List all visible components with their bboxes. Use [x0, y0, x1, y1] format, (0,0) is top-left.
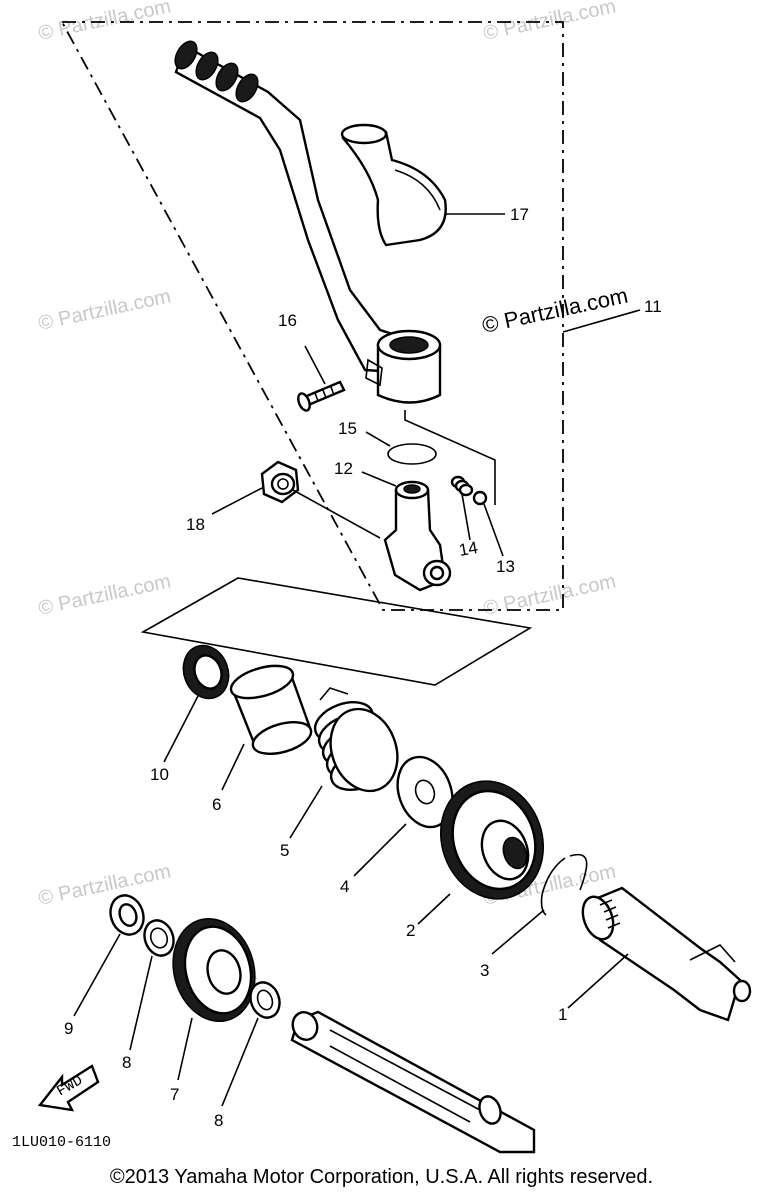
- leader-2: [417, 893, 451, 925]
- kick-gear-part: [439, 780, 545, 900]
- leader-15: [365, 431, 391, 447]
- leader-12: [361, 471, 397, 487]
- oil-seal-part: [182, 644, 230, 700]
- washer-small-b-part: [249, 981, 281, 1019]
- callout-6: 6: [212, 795, 221, 814]
- circlip-part: [109, 894, 145, 936]
- callout-10: 10: [150, 765, 169, 784]
- leader-4: [353, 823, 407, 877]
- torsion-spring-part: [313, 687, 399, 793]
- diagram-code: 1LU010-6110: [12, 1134, 111, 1151]
- copyright-text: ©2013 Yamaha Motor Corporation, U.S.A. A…: [109, 1166, 654, 1188]
- partzilla-watermark: © Partzilla.com: [480, 283, 630, 338]
- kick-crank-arm: [174, 40, 442, 404]
- callout-5: 5: [280, 841, 289, 860]
- watermark-5: © Partzilla.com: [481, 570, 617, 620]
- small-spring-part: [450, 475, 474, 497]
- watermark-4: © Partzilla.com: [36, 570, 172, 620]
- watermark-6: © Partzilla.com: [36, 860, 172, 910]
- callout-13: 13: [496, 557, 515, 576]
- leader-16: [304, 345, 326, 385]
- main-shaft-part: [290, 1010, 536, 1154]
- callout-3: 3: [480, 961, 489, 980]
- nut-part: [260, 460, 300, 504]
- callout-2: 2: [406, 921, 415, 940]
- ball-part: [472, 490, 488, 506]
- callout-4: 4: [340, 877, 349, 896]
- leader-13: [483, 503, 504, 557]
- leader-lines: [73, 213, 641, 1107]
- leader-8a: [129, 955, 153, 1051]
- bolt-part: [297, 380, 346, 412]
- leader-18: [211, 487, 263, 515]
- callout-8b: 8: [214, 1111, 223, 1130]
- callout-1: 1: [558, 1005, 567, 1024]
- assembly-boundary-outline: [60, 21, 564, 611]
- leader-11: [562, 309, 641, 333]
- forward-arrow: FWD: [37, 1064, 100, 1112]
- callout-11: 11: [644, 297, 662, 316]
- callout-15: 15: [338, 419, 357, 438]
- kick-boss-part: [383, 480, 452, 592]
- callout-16: 16: [278, 311, 297, 330]
- callout-7: 7: [170, 1085, 179, 1104]
- callout-12: 12: [334, 459, 353, 478]
- kick-shaft-part: [581, 886, 752, 1022]
- leader-7: [177, 1017, 193, 1081]
- leader-5: [289, 785, 323, 839]
- callout-8a: 8: [122, 1053, 131, 1072]
- washer-part: [396, 755, 454, 829]
- leader-8b: [221, 1017, 259, 1107]
- bracket-line: [404, 410, 496, 505]
- callout-9: 9: [64, 1019, 73, 1038]
- callout-14: 14: [457, 538, 479, 560]
- lower-group-outline: [140, 577, 533, 686]
- o-ring-part: [387, 443, 437, 465]
- leader-9: [73, 933, 121, 1017]
- callout-18: 18: [186, 515, 205, 534]
- watermark-3: © Partzilla.com: [36, 285, 172, 335]
- nut-leader-line: [292, 489, 381, 539]
- collar-part: [229, 664, 313, 755]
- leader-3: [491, 909, 545, 955]
- callout-labels: 17 11 16 15 12 18 14 13 10 6 5 4 2 3 1 9…: [64, 205, 662, 1130]
- leader-1: [567, 953, 629, 1009]
- callout-17: 17: [510, 205, 529, 224]
- kick-boot-part: [340, 123, 447, 247]
- leader-10: [163, 695, 199, 763]
- leader-6: [221, 743, 245, 791]
- leader-14: [461, 493, 471, 541]
- idle-gear-part: [172, 917, 256, 1023]
- washer-small-a-part: [143, 919, 175, 957]
